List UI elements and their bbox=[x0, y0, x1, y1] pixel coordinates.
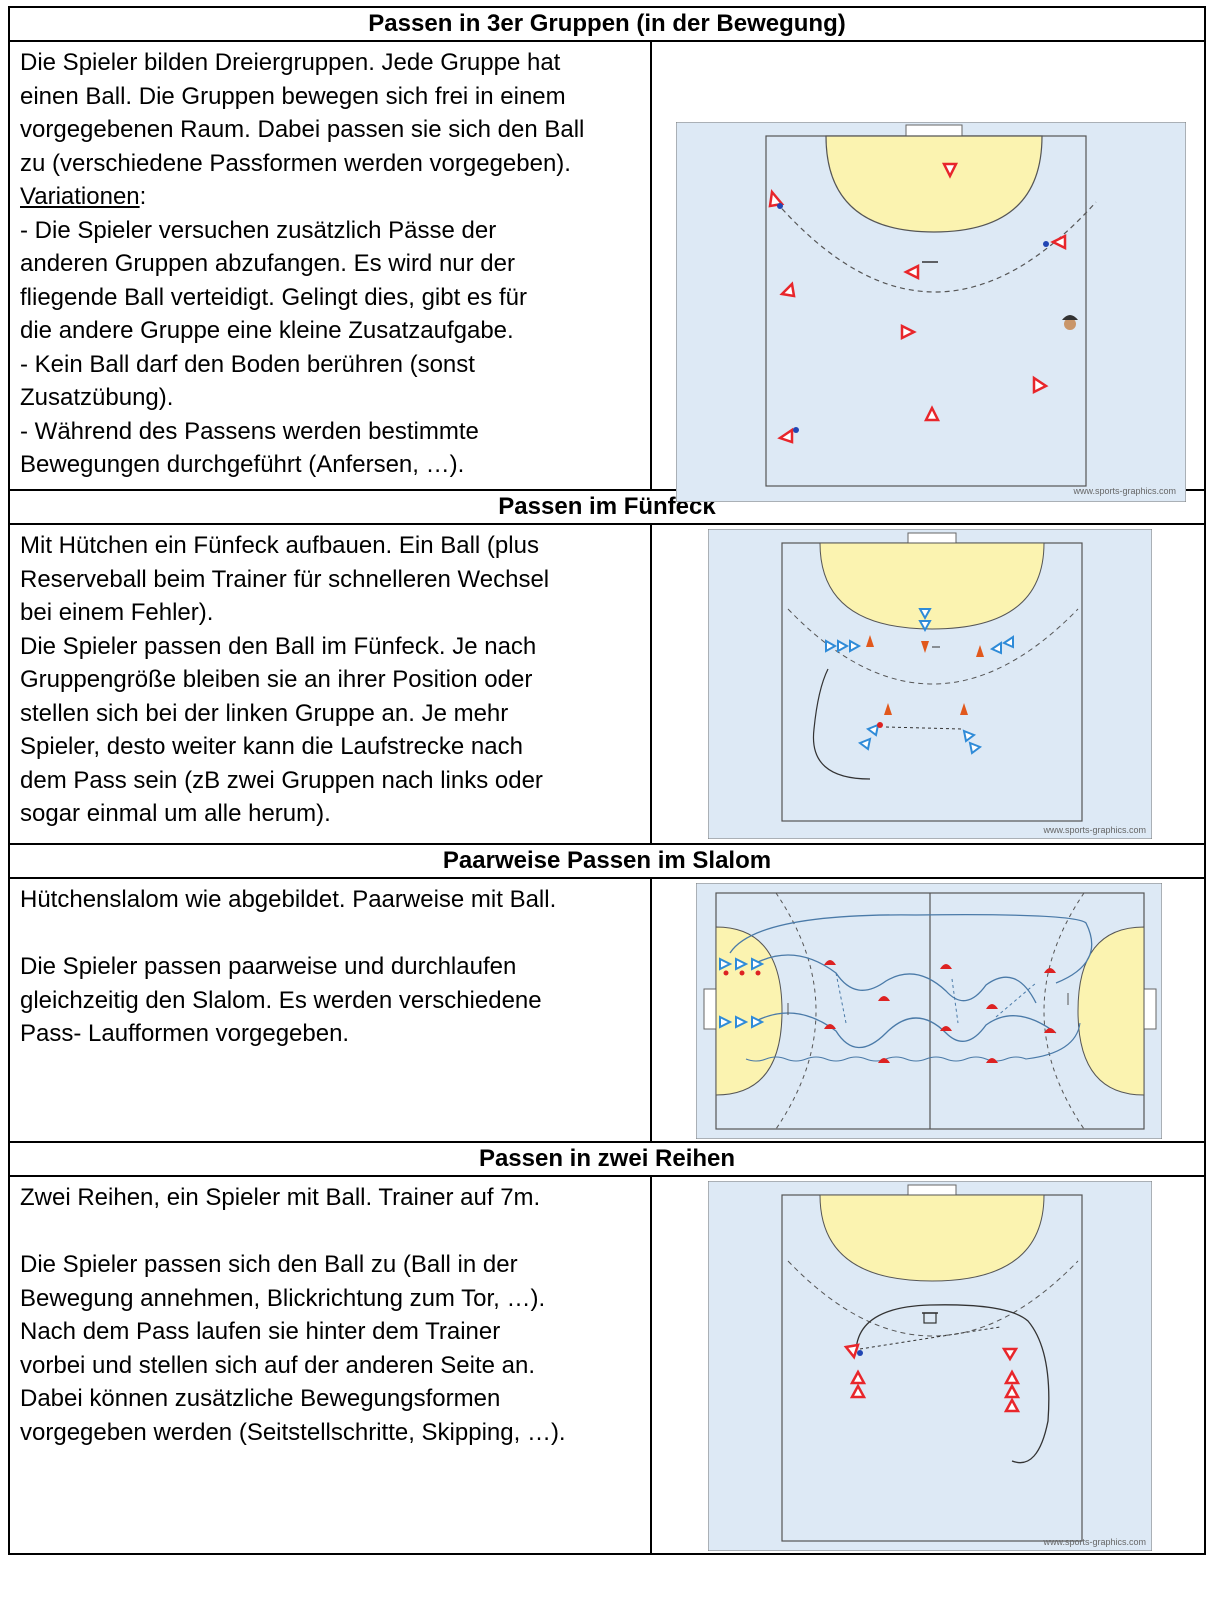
watermark: www.sports-graphics.com bbox=[1072, 486, 1176, 496]
cone-icon bbox=[986, 1004, 998, 1009]
player-icon bbox=[1043, 233, 1067, 251]
text-line: Dabei können zusätzliche Bewegungsformen bbox=[20, 1385, 501, 1412]
text-line: stellen sich bei der linken Gruppe an. J… bbox=[20, 699, 509, 727]
text-line: vorgegebenen Raum. Dabei passen sie sich… bbox=[20, 116, 585, 143]
text-line: gleichzeitig den Slalom. Es werden versc… bbox=[20, 986, 542, 1014]
text-line: Spieler, desto weiter kann die Laufstrec… bbox=[20, 733, 523, 760]
court-diagram-zwei-reihen: www.sports-graphics.com bbox=[708, 1181, 1152, 1551]
text-line: vorbei und stellen sich auf der anderen … bbox=[20, 1351, 536, 1379]
section-title: Passen in zwei Reihen bbox=[7, 1141, 1207, 1177]
cone-icon bbox=[824, 1024, 836, 1029]
text-line: - Die Spieler versuchen zusätzlich Pässe… bbox=[20, 216, 497, 244]
section-description: Zwei Reihen, ein Spieler mit Ball. Train… bbox=[8, 1175, 652, 1555]
section-title: Paarweise Passen im Slalom bbox=[7, 843, 1207, 879]
player-icon bbox=[900, 323, 917, 341]
cone-icon bbox=[1044, 968, 1056, 973]
player-icon bbox=[719, 1015, 765, 1029]
text-line: Zwei Reihen, ein Spieler mit Ball. Train… bbox=[20, 1184, 541, 1211]
player-icon bbox=[903, 263, 920, 281]
text-line: anderen Gruppen abzufangen. Es wird nur … bbox=[20, 250, 515, 277]
text-line: Die Spieler bilden Dreiergruppen. Jede G… bbox=[20, 49, 561, 76]
court-diagram-3er-gruppen: www.sports-graphics.com bbox=[676, 122, 1186, 502]
text-line: Reserveball beim Trainer für schnelleren… bbox=[20, 565, 550, 593]
cone-icon bbox=[940, 964, 952, 969]
variations-colon: : bbox=[139, 183, 147, 210]
text-line: dem Pass sein (zB zwei Gruppen nach link… bbox=[20, 766, 543, 794]
player-icon bbox=[777, 427, 799, 444]
text-line: fliegende Ball verteidigt. Gelingt dies,… bbox=[20, 283, 527, 311]
exercise-sheet: Passen in 3er Gruppen (in der Bewegung) … bbox=[7, 6, 1207, 1555]
cone-icon bbox=[866, 635, 874, 647]
text-line: - Kein Ball darf den Boden berühren (son… bbox=[20, 350, 475, 378]
cone-icon bbox=[878, 996, 890, 1001]
player-icon bbox=[857, 722, 883, 751]
player-icon bbox=[825, 639, 862, 653]
player-icon bbox=[779, 281, 796, 298]
text-line: Hütchenslalom wie abgebildet. Paarweise … bbox=[20, 886, 557, 913]
section-description: Hütchenslalom wie abgebildet. Paarweise … bbox=[8, 877, 652, 1143]
section-description: Mit Hütchen ein Fünfeck aufbauen. Ein Ba… bbox=[8, 523, 652, 845]
watermark: www.sports-graphics.com bbox=[1042, 1537, 1146, 1547]
text-line: Pass- Laufformen vorgegeben. bbox=[20, 1020, 350, 1047]
watermark: www.sports-graphics.com bbox=[1042, 825, 1146, 835]
court-diagram-fuenfeck: www.sports-graphics.com bbox=[708, 529, 1152, 839]
text-line: - Während des Passens werden bestimmte bbox=[20, 417, 479, 445]
player-icon bbox=[923, 405, 941, 422]
text-line: Gruppengröße bleiben sie an ihrer Positi… bbox=[20, 666, 533, 693]
text-line: Bewegungen durchgeführt (Anfersen, …). bbox=[20, 451, 465, 478]
player-icon bbox=[1003, 1369, 1021, 1413]
player-icon bbox=[1032, 375, 1049, 395]
text-line: Mit Hütchen ein Fünfeck aufbauen. Ein Ba… bbox=[20, 532, 539, 559]
section-description: Die Spieler bilden Dreiergruppen. Jede G… bbox=[8, 40, 652, 491]
cone-icon bbox=[960, 703, 968, 715]
player-icon bbox=[768, 189, 785, 209]
player-icon bbox=[941, 162, 959, 179]
player-icon bbox=[989, 635, 1014, 655]
diagram-cell: www.sports-graphics.com bbox=[649, 40, 1207, 502]
cone-icon bbox=[1044, 1028, 1056, 1033]
text-line: Die Spieler passen sich den Ball zu (Bal… bbox=[20, 1251, 518, 1278]
text-line: Nach dem Pass laufen sie hinter dem Trai… bbox=[20, 1318, 501, 1345]
court-diagram-slalom bbox=[696, 883, 1162, 1139]
variations-line: Variationen: bbox=[20, 180, 644, 214]
text-line: sogar einmal um alle herum). bbox=[20, 800, 331, 827]
spacer bbox=[20, 1215, 644, 1249]
text-line: Die Spieler passen paarweise und durchla… bbox=[20, 953, 517, 980]
text-line: Zusatzübung). bbox=[20, 384, 174, 411]
exercise-table: Passen in 3er Gruppen (in der Bewegung) … bbox=[7, 6, 1207, 1555]
player-icon bbox=[918, 608, 932, 633]
text-line: einen Ball. Die Gruppen bewegen sich fre… bbox=[20, 82, 566, 110]
player-icon bbox=[849, 1369, 867, 1399]
trainer-icon bbox=[1062, 315, 1078, 330]
text-line: vorgegeben werden (Seitstellschritte, Sk… bbox=[20, 1418, 566, 1446]
cone-icon bbox=[976, 645, 984, 657]
trainer-icon bbox=[922, 1312, 938, 1324]
text-line: zu (verschiedene Passformen werden vorge… bbox=[20, 149, 571, 177]
player-icon bbox=[843, 1343, 863, 1360]
cone-icon bbox=[986, 1058, 998, 1063]
text-line: Die Spieler passen den Ball im Fünfeck. … bbox=[20, 632, 537, 660]
player-icon bbox=[962, 729, 983, 755]
cone-icon bbox=[884, 703, 892, 715]
text-line: Bewegung annehmen, Blickrichtung zum Tor… bbox=[20, 1284, 546, 1312]
cone-icon bbox=[878, 1058, 890, 1063]
text-line: die andere Gruppe eine kleine Zusatzaufg… bbox=[20, 317, 514, 344]
diagram-cell: www.sports-graphics.com bbox=[649, 523, 1207, 845]
player-icon bbox=[719, 957, 765, 976]
variations-heading: Variationen bbox=[20, 183, 140, 210]
diagram-cell: www.sports-graphics.com bbox=[649, 1175, 1207, 1555]
cone-icon bbox=[824, 960, 836, 965]
player-icon bbox=[1001, 1347, 1019, 1362]
cone-icon bbox=[940, 1026, 952, 1031]
spacer bbox=[20, 917, 644, 951]
diagram-cell bbox=[649, 877, 1207, 1143]
text-line: bei einem Fehler). bbox=[20, 599, 214, 626]
section-title: Passen in 3er Gruppen (in der Bewegung) bbox=[7, 6, 1207, 42]
cone-icon bbox=[921, 641, 929, 653]
